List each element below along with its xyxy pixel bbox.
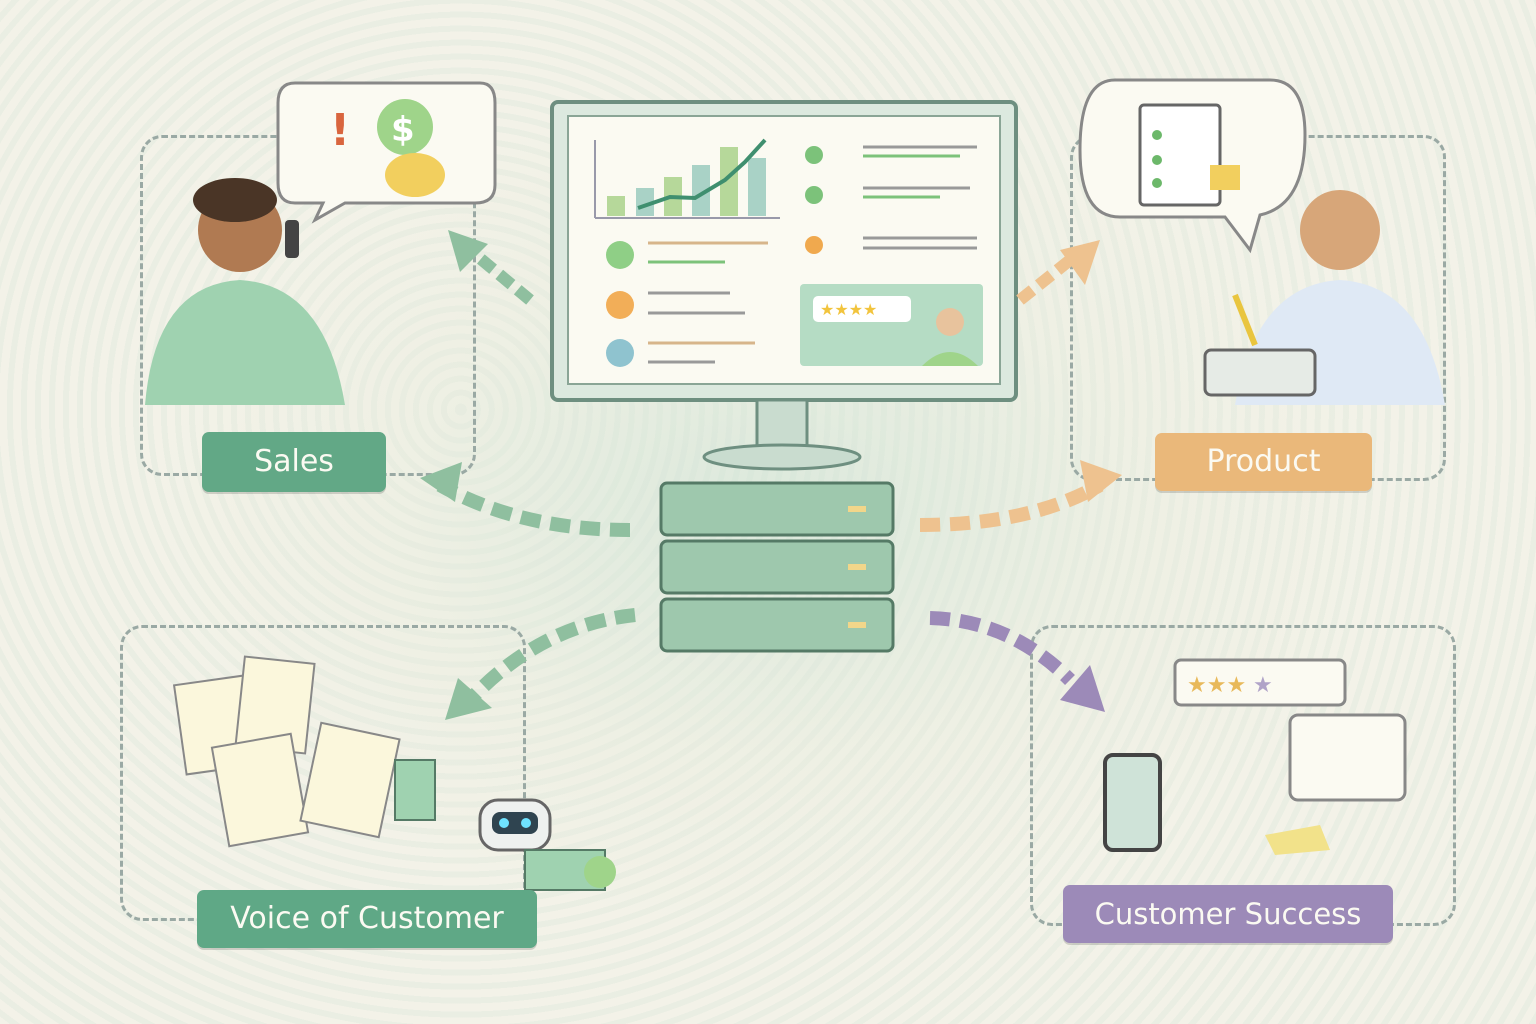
svg-text:★: ★ xyxy=(1253,673,1273,698)
server-stack-icon xyxy=(659,481,895,653)
product-speech-bubble xyxy=(1078,78,1307,254)
sales-person-illustration xyxy=(145,178,345,405)
cs-feedback-illustration: ★★★ ★ xyxy=(1103,658,1407,855)
product-label: Product xyxy=(1155,433,1372,491)
product-person-illustration xyxy=(1203,190,1445,405)
customer-success-label: Customer Success xyxy=(1063,885,1393,943)
dashboard-monitor: ★★★★ xyxy=(550,100,1018,471)
arrow-to-product xyxy=(919,240,1122,532)
arrow-to-cs xyxy=(929,611,1105,712)
checklist-icon xyxy=(606,241,768,367)
sales-label: Sales xyxy=(202,432,386,492)
svg-text:★★★: ★★★ xyxy=(1187,673,1246,698)
voice-of-customer-label: Voice of Customer xyxy=(197,890,537,948)
sales-speech-bubble: ! $ xyxy=(276,81,497,224)
arrow-to-voc xyxy=(445,608,636,720)
svg-text:★★★★: ★★★★ xyxy=(820,300,877,319)
svg-text:$: $ xyxy=(391,110,415,150)
arrow-to-sales xyxy=(420,230,631,537)
customer-review-card-icon: ★★★★ xyxy=(800,284,983,366)
bar-chart-icon xyxy=(594,138,780,219)
status-list-icon xyxy=(805,145,977,254)
svg-text:!: ! xyxy=(330,105,350,156)
voc-documents-and-robot-illustration xyxy=(172,655,616,891)
